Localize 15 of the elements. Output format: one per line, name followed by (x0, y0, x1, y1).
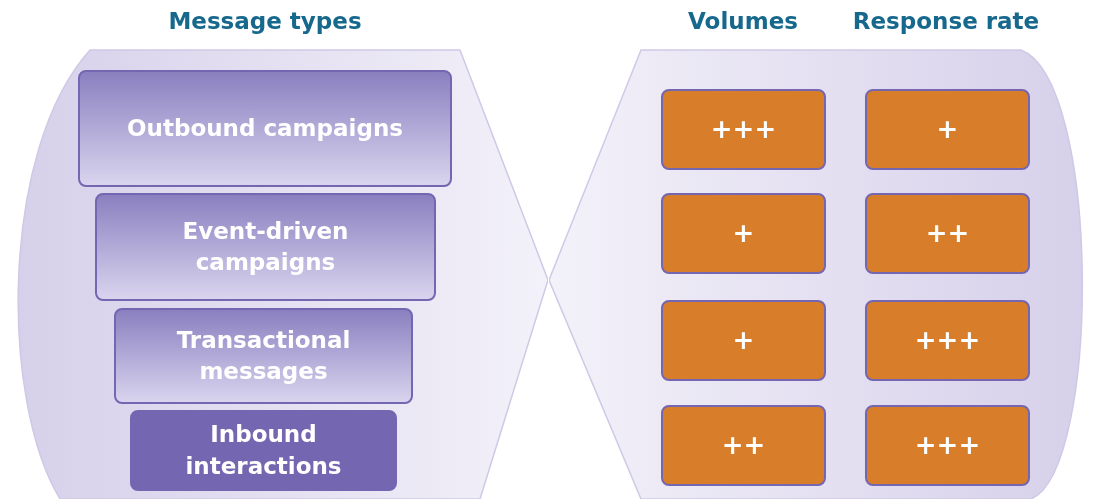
rating-tile: ++ (865, 193, 1030, 274)
rating-tile: + (865, 89, 1030, 170)
column-heading: Volumes (688, 8, 798, 34)
funnel-stage: Transactional messages (114, 308, 413, 404)
funnel-stage: Outbound campaigns (78, 70, 452, 187)
column-heading: Response rate (852, 8, 1040, 34)
funnel-stage: Inbound interactions (130, 410, 397, 491)
funnel-stage: Event-driven campaigns (95, 193, 436, 301)
rating-tile: +++ (865, 300, 1030, 381)
rating-tile: + (661, 193, 826, 274)
rating-tile: ++ (661, 405, 826, 486)
rating-tile: + (661, 300, 826, 381)
rating-tile: +++ (865, 405, 1030, 486)
column-heading: Message types (168, 8, 362, 34)
rating-tile: +++ (661, 89, 826, 170)
